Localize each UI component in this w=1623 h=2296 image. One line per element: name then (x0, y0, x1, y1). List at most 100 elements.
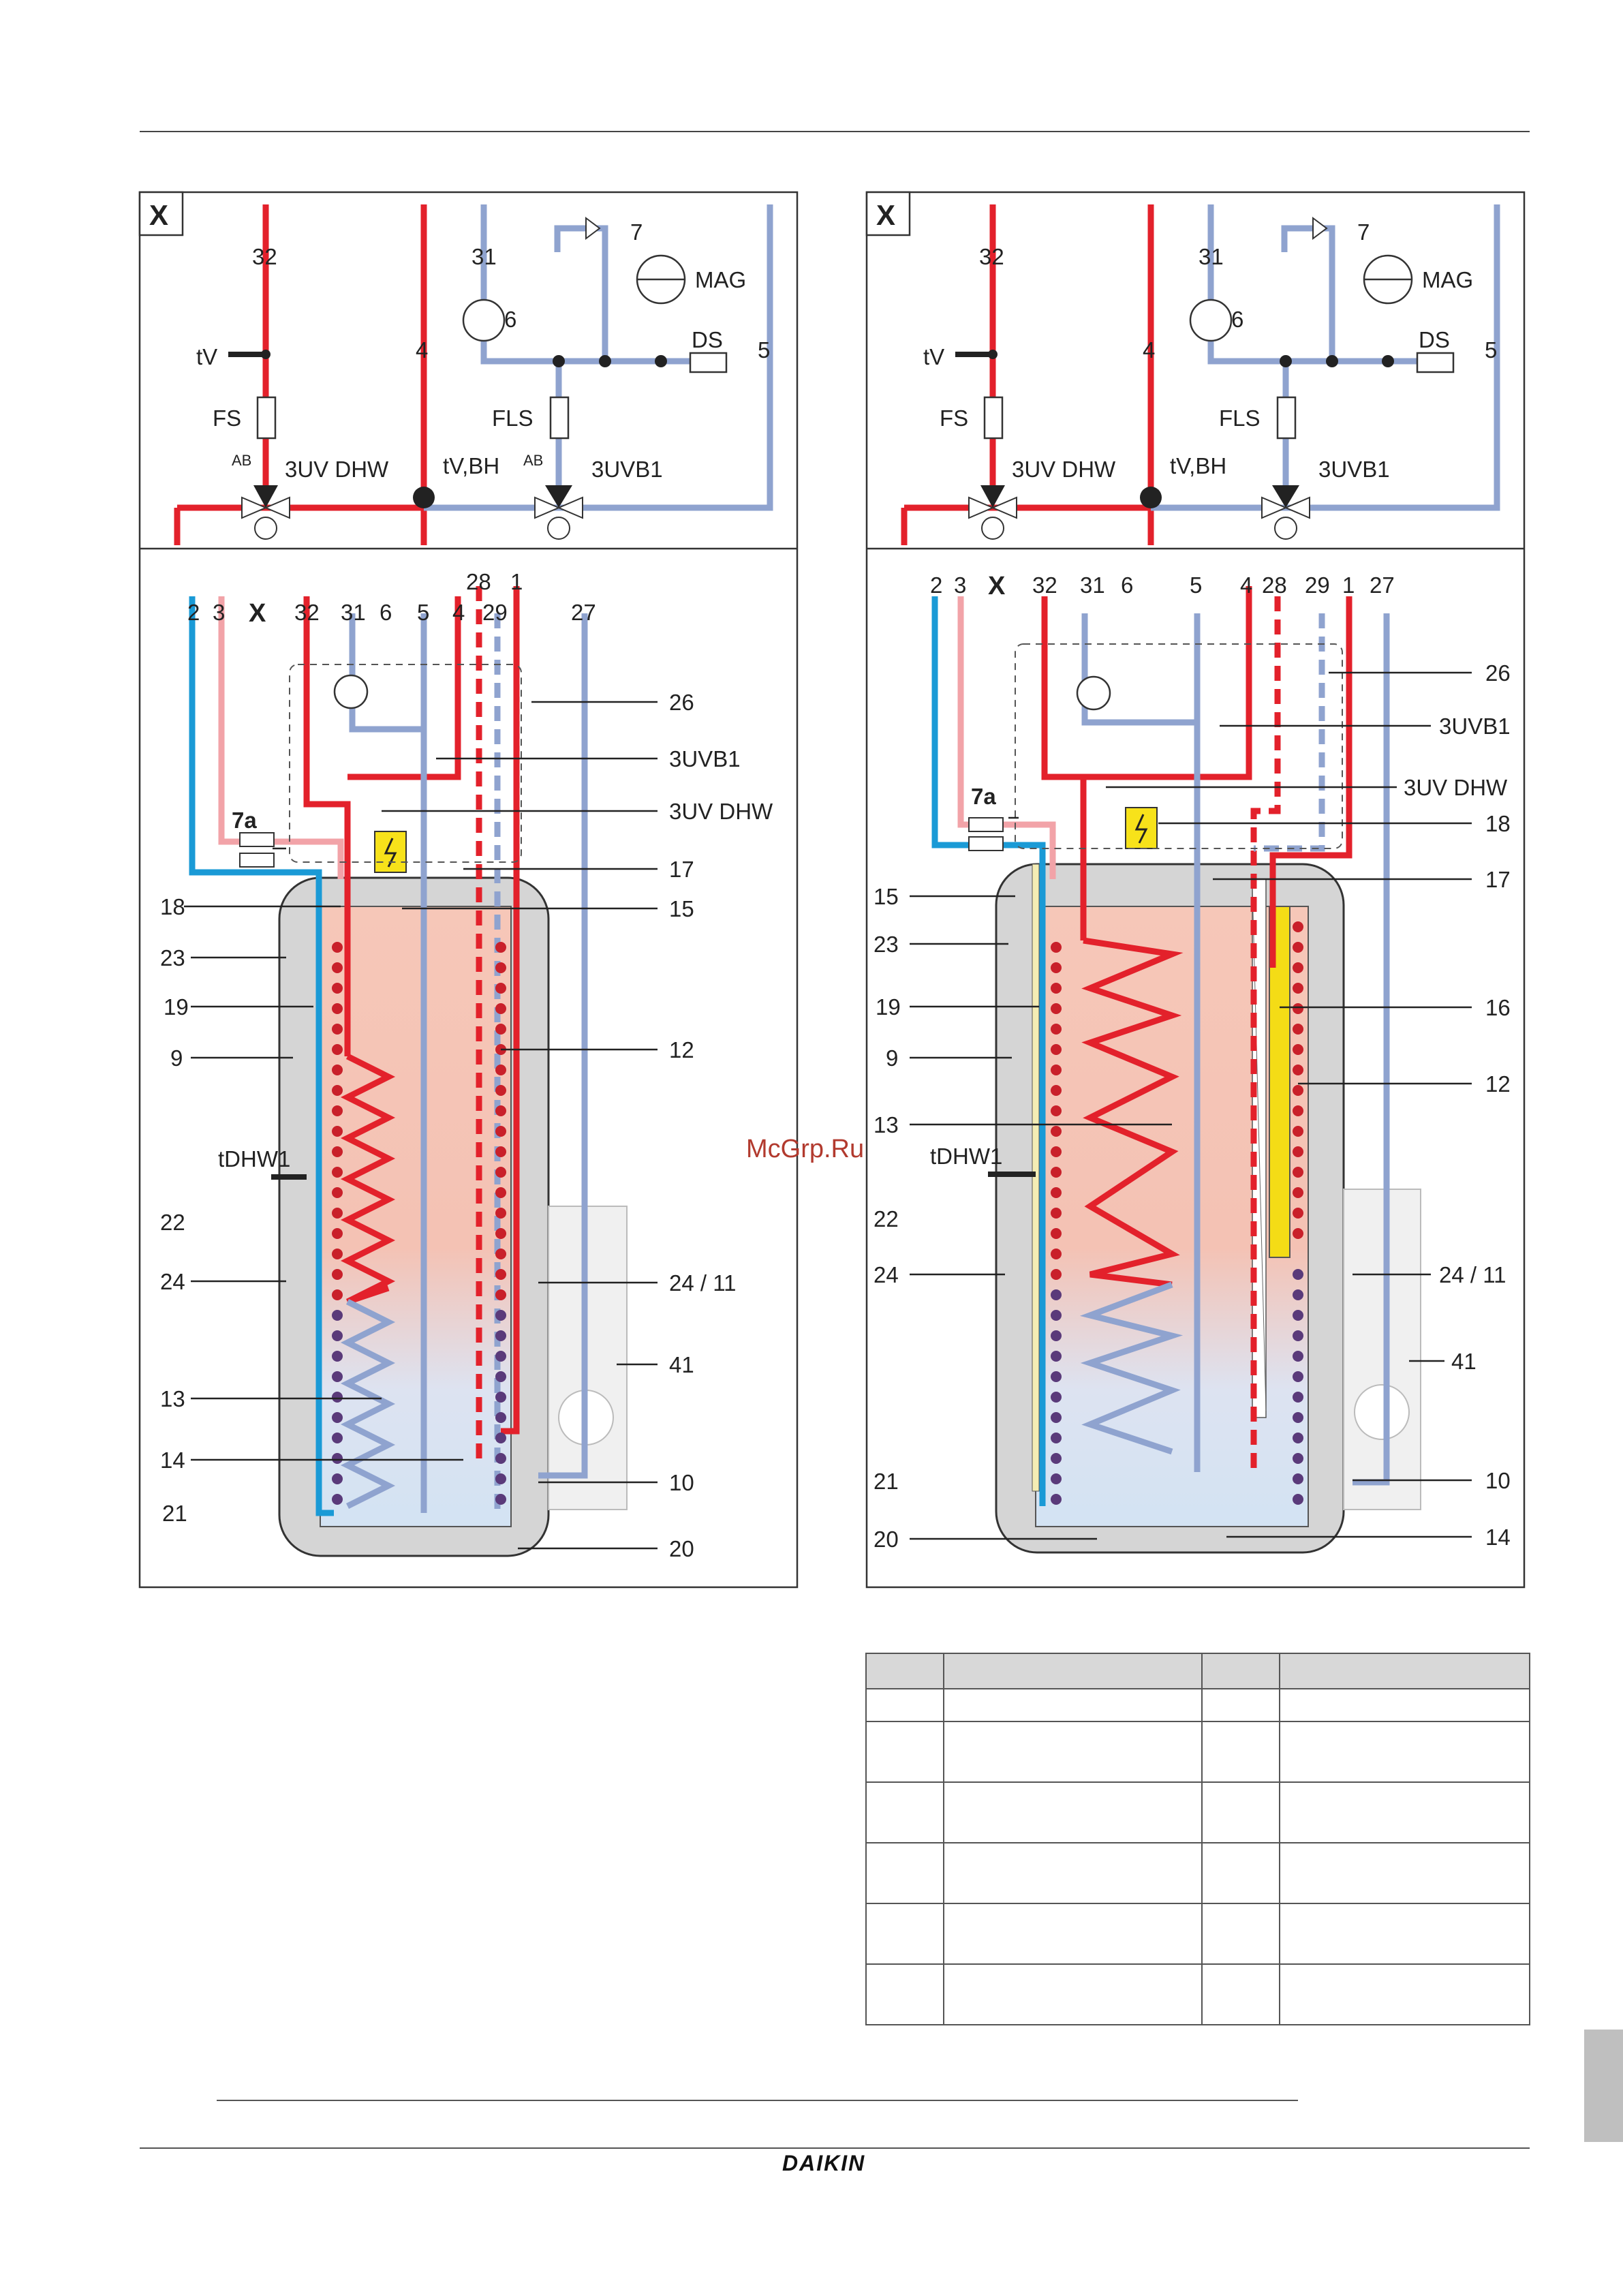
pipe-label-6-r: 6 (1121, 572, 1133, 598)
callout-24-11-r: 24 / 11 (1439, 1262, 1506, 1287)
label-7-r: 7 (1357, 219, 1370, 245)
label-fls-r: FLS (1219, 405, 1261, 431)
pipe-label-32-r: 32 (1032, 572, 1057, 598)
callout-15-r: 15 (874, 884, 899, 909)
pipe-label-4-r: 4 (1240, 572, 1252, 598)
label-31-r: 31 (1199, 244, 1224, 269)
label-mag-r: MAG (1422, 267, 1473, 292)
label-ab: AB (232, 452, 251, 469)
pipe-label-27-r: 27 (1370, 572, 1395, 598)
pipe-label-x: X (249, 599, 266, 628)
pipe-label-2: 2 (187, 600, 200, 625)
callout-12: 12 (669, 1037, 694, 1062)
pipe-label-3: 3 (213, 600, 225, 625)
left-diagram: X 32 31 4 5 6 7 MAG (138, 191, 799, 1589)
right-frame (865, 191, 1526, 1589)
pipe-label-29-r: 29 (1305, 572, 1330, 598)
callout-tdhw1: tDHW1 (218, 1146, 290, 1172)
pipe-label-x-r: X (988, 572, 1006, 600)
pipe-label-6: 6 (380, 600, 392, 625)
callout-9: 9 (170, 1045, 183, 1071)
label-fs: FS (213, 405, 241, 431)
callout-9-r: 9 (886, 1045, 898, 1071)
pipe-label-29: 29 (482, 600, 508, 625)
callout-26: 26 (669, 690, 694, 715)
callout-41-r: 41 (1451, 1349, 1477, 1374)
label-3uv-dhw: 3UV DHW (285, 457, 389, 482)
callout-10-r: 10 (1485, 1468, 1511, 1493)
callout-14-r: 14 (1485, 1525, 1511, 1550)
callout-3uvb1: 3UVB1 (669, 746, 741, 771)
label-5-r: 5 (1485, 337, 1497, 363)
watermark: McGrp.Ru (746, 1135, 864, 1163)
callout-19-r: 19 (876, 994, 901, 1020)
side-tab (1584, 2030, 1623, 2142)
label-3uvb1: 3UVB1 (591, 457, 663, 482)
callout-3uv-dhw-r: 3UV DHW (1404, 775, 1508, 800)
callout-tdhw1-r: tDHW1 (930, 1144, 1002, 1169)
pipe-label-5: 5 (417, 600, 429, 625)
left-frame (138, 191, 799, 1589)
pipe-label-3-r: 3 (954, 572, 966, 598)
box-x-label-right: X (876, 199, 895, 231)
callout-20: 20 (669, 1536, 694, 1561)
callout-17-r: 17 (1485, 867, 1511, 892)
callout-22-r: 22 (874, 1206, 899, 1231)
callout-24-11: 24 / 11 (669, 1270, 736, 1296)
callout-41: 41 (669, 1352, 694, 1377)
legend-table (865, 1653, 1530, 2025)
pipe-label-5-r: 5 (1190, 572, 1202, 598)
pipe-label-31: 31 (341, 600, 366, 625)
daikin-logo: DAIKIN (782, 2151, 865, 2175)
label-fls: FLS (492, 405, 534, 431)
callout-19: 19 (164, 994, 189, 1020)
label-32: 32 (252, 244, 277, 269)
callout-10: 10 (669, 1470, 694, 1495)
label-ab-2: AB (523, 452, 543, 469)
right-diagram: X 32 31 4 5 6 7 MAG D (865, 191, 1526, 1589)
callout-3uv-dhw: 3UV DHW (669, 799, 773, 824)
label-ds-r: DS (1419, 327, 1450, 352)
box-x-label: X (149, 199, 168, 231)
pipe-label-1-r: 1 (1342, 572, 1355, 598)
callout-16-r: 16 (1485, 995, 1511, 1020)
label-ds: DS (692, 327, 723, 352)
pipe-label-28: 28 (466, 569, 491, 594)
callout-3uvb1-r: 3UVB1 (1439, 714, 1511, 739)
callout-13-r: 13 (874, 1112, 899, 1137)
pipe-label-2-r: 2 (930, 572, 942, 598)
callout-22: 22 (160, 1210, 185, 1235)
callout-20-r: 20 (874, 1527, 899, 1552)
label-6-r: 6 (1231, 307, 1243, 332)
label-4: 4 (416, 337, 428, 363)
callout-18-r: 18 (1485, 811, 1511, 836)
pipe-label-4: 4 (452, 600, 465, 625)
label-tvbh: tV,BH (443, 453, 499, 478)
callout-7a: 7a (232, 808, 257, 833)
label-7: 7 (630, 219, 643, 245)
pipe-label-31-r: 31 (1080, 572, 1105, 598)
callout-13: 13 (160, 1386, 185, 1411)
label-3uv-dhw-r: 3UV DHW (1012, 457, 1116, 482)
label-5: 5 (758, 337, 770, 363)
callout-17: 17 (669, 857, 694, 882)
callout-24-r: 24 (874, 1262, 899, 1287)
label-tv: tV (196, 344, 217, 369)
callout-21-r: 21 (874, 1469, 899, 1494)
label-tvbh-r: tV,BH (1170, 453, 1226, 478)
label-32-r: 32 (979, 244, 1004, 269)
callout-23: 23 (160, 945, 185, 970)
label-3uvb1-r: 3UVB1 (1318, 457, 1390, 482)
callout-12-r: 12 (1485, 1071, 1511, 1097)
label-fs-r: FS (940, 405, 968, 431)
label-mag: MAG (695, 267, 746, 292)
label-tv-r: tV (923, 344, 944, 369)
callout-21: 21 (162, 1501, 187, 1526)
label-31: 31 (472, 244, 497, 269)
callout-14: 14 (160, 1448, 185, 1473)
callout-18: 18 (160, 894, 185, 919)
label-6: 6 (504, 307, 516, 332)
callout-24: 24 (160, 1269, 185, 1294)
callout-7a-r: 7a (971, 784, 996, 809)
